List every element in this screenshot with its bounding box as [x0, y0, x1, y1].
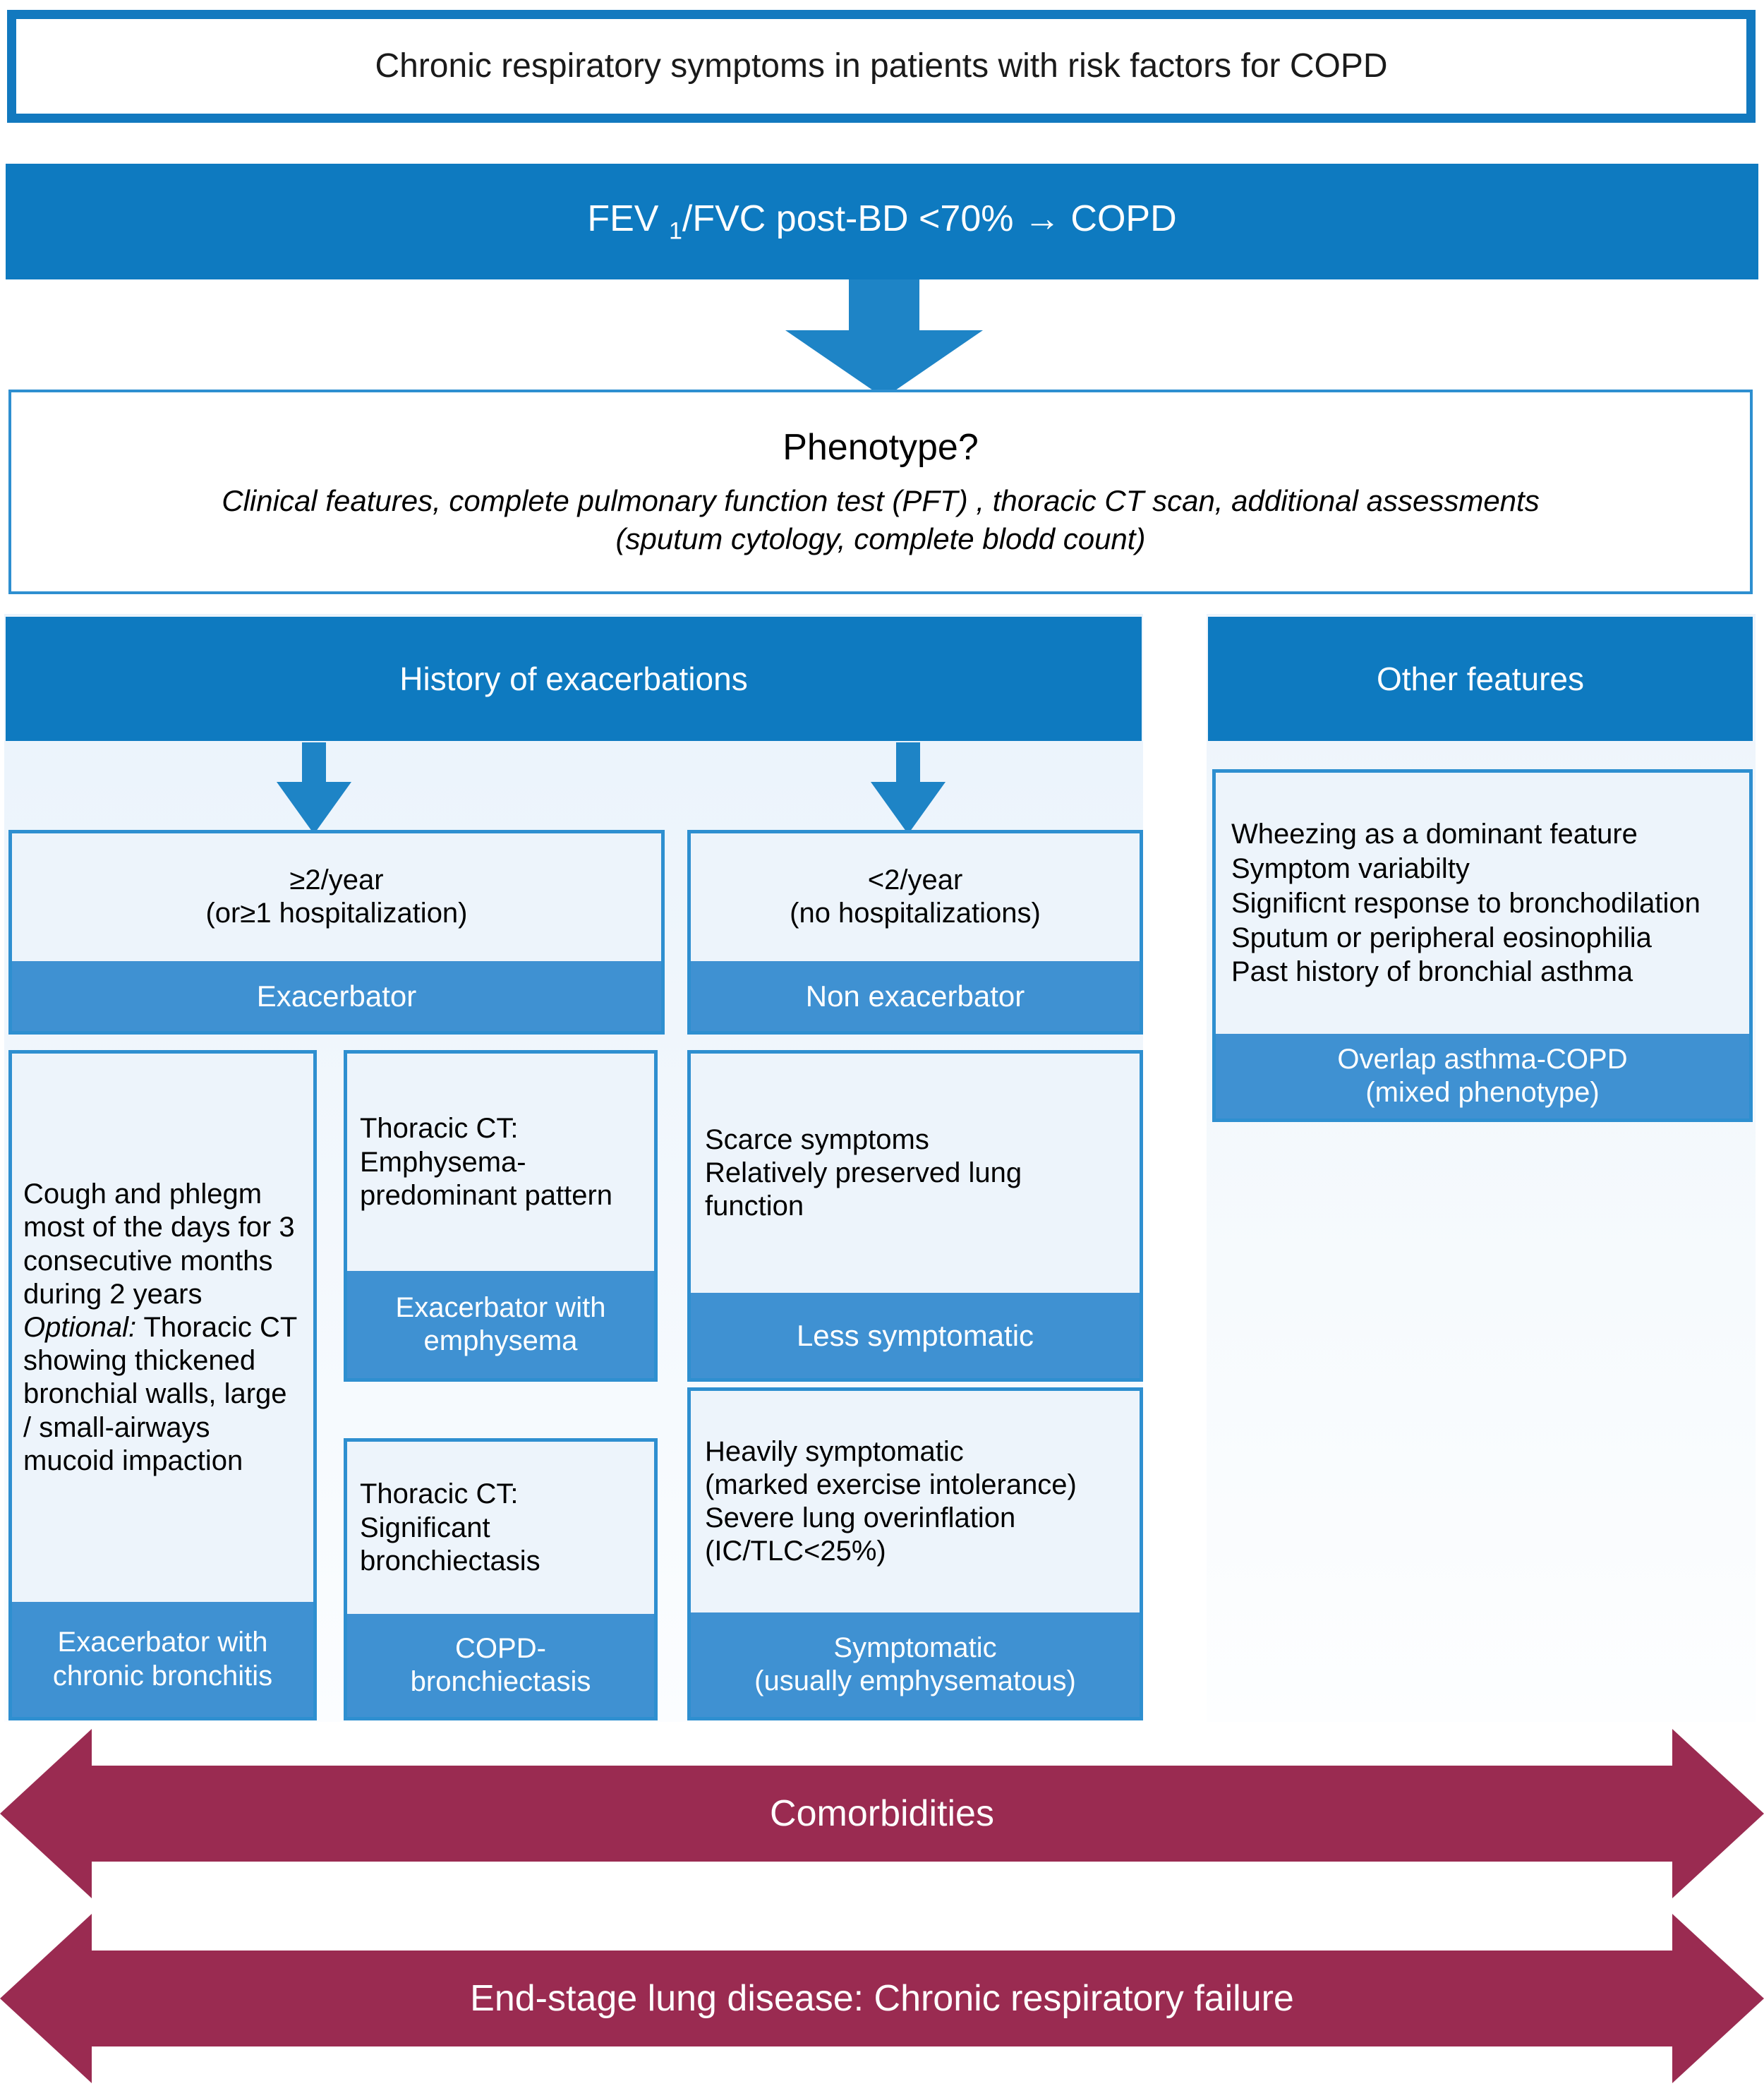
chronic-bronchitis-optional-lead: Optional: [23, 1312, 137, 1343]
fev-suffix: /FVC post-BD <70% → COPD [682, 198, 1177, 240]
comorbidities-double-arrow [0, 1729, 1764, 1898]
copd-bronchiectasis-card: Thoracic CT: Significant bronchiectasis … [344, 1438, 658, 1720]
comorbidities-label-wrap: Comorbidities [0, 1778, 1764, 1849]
bronchiectasis-label-line-1: COPD- [455, 1633, 546, 1665]
less-symptomatic-label: Less symptomatic [691, 1293, 1140, 1378]
chronic-bronchitis-label-line-2: chronic bronchitis [52, 1660, 273, 1692]
overlap-feature-1: Wheezing as a dominant feature [1231, 819, 1638, 850]
non-exacerbator-label: Non exacerbator [691, 960, 1140, 1031]
bronchiectasis-body: Thoracic CT: Significant bronchiectasis [347, 1442, 654, 1615]
bronchiectasis-label-line-2: bronchiectasis [410, 1666, 591, 1698]
end-stage-double-arrow [0, 1914, 1764, 2083]
symptomatic-line-4: (IC/TLC<25%) [705, 1536, 886, 1567]
chronic-bronchitis-label-line-1: Exacerbator with [57, 1627, 268, 1658]
chronic-bronchitis-plain-text: Cough and phlegm most of the days for 3 … [23, 1178, 295, 1310]
non-exacerbator-criteria-line-2: (no hospitalizations) [790, 898, 1041, 929]
symptomatic-label: Symptomatic (usually emphysematous) [691, 1612, 1140, 1717]
emphysema-label-line-1: Exacerbator with [395, 1291, 606, 1323]
title-box: Chronic respiratory symptoms in patients… [7, 10, 1756, 123]
less-symptomatic-line-1: Scarce symptoms [705, 1123, 929, 1155]
exacerbator-label: Exacerbator [12, 960, 661, 1031]
overlap-asthma-copd-card: Wheezing as a dominant feature Symptom v… [1212, 769, 1753, 1122]
emphysema-label-line-2: emphysema [423, 1325, 578, 1357]
fev-criteria-band: FEV 1/FVC post-BD <70% → COPD [6, 164, 1758, 279]
exacerbator-criteria-line-1: ≥2/year [289, 864, 384, 896]
title-text: Chronic respiratory symptoms in patients… [375, 47, 1388, 85]
exacerbator-emphysema-card: Thoracic CT: Emphysema-predominant patte… [344, 1050, 658, 1382]
phenotype-detail-line-1: Clinical features, complete pulmonary fu… [222, 484, 1540, 518]
copd-bronchiectasis-label: COPD- bronchiectasis [347, 1614, 654, 1717]
less-symptomatic-body: Scarce symptoms Relatively preserved lun… [691, 1054, 1140, 1294]
less-symptomatic-card: Scarce symptoms Relatively preserved lun… [687, 1050, 1143, 1382]
history-of-exacerbations-header: History of exacerbations [6, 617, 1142, 741]
exacerbator-criteria-line-2: (or≥1 hospitalization) [205, 898, 468, 929]
exacerbator-chronic-bronchitis-label: Exacerbator with chronic bronchitis [12, 1602, 313, 1717]
symptomatic-label-line-2: (usually emphysematous) [754, 1665, 1076, 1696]
bronchiectasis-body-text: Thoracic CT: Significant bronchiectasis [360, 1478, 540, 1576]
chronic-bronchitis-optional-rest: Thoracic CT showing thickened bronchial … [23, 1312, 297, 1476]
exacerbator-emphysema-label: Exacerbator with emphysema [347, 1271, 654, 1378]
emphysema-body-text: Thoracic CT: Emphysema-predominant patte… [360, 1113, 613, 1211]
symptomatic-body: Heavily symptomatic (marked exercise int… [691, 1391, 1140, 1612]
end-stage-label-wrap: End-stage lung disease: Chronic respirat… [0, 1963, 1764, 2034]
down-arrow-icon [771, 279, 997, 398]
end-stage-label: End-stage lung disease: Chronic respirat… [470, 1978, 1294, 2019]
non-exacerbator-criteria-card: <2/year (no hospitalizations) Non exacer… [687, 830, 1143, 1035]
phenotype-details: Clinical features, complete pulmonary fu… [222, 482, 1539, 558]
overlap-label-line-1: Overlap asthma-COPD [1337, 1043, 1628, 1075]
history-header-label: History of exacerbations [399, 661, 748, 697]
less-symptomatic-line-2: Relatively preserved lung function [705, 1157, 1022, 1222]
chronic-bronchitis-optional-text: Optional: Thoracic CT showing thickened … [23, 1311, 302, 1478]
fev-subscript: 1 [668, 217, 682, 245]
overlap-feature-5: Past history of bronchial asthma [1231, 956, 1633, 988]
non-exacerbator-criteria-line-1: <2/year [867, 864, 963, 896]
exacerbator-criteria-card: ≥2/year (or≥1 hospitalization) Exacerbat… [8, 830, 665, 1035]
fev-criteria-text: FEV 1/FVC post-BD <70% → COPD [587, 198, 1176, 245]
symptomatic-line-2: (marked exercise intolerance) [705, 1469, 1077, 1500]
phenotype-box: Phenotype? Clinical features, complete p… [8, 390, 1753, 594]
phenotype-question: Phenotype? [783, 427, 979, 469]
chronic-bronchitis-body: Cough and phlegm most of the days for 3 … [12, 1054, 313, 1603]
overlap-feature-3: Significnt response to bronchodilation [1231, 887, 1700, 919]
branch-down-arrow-left-icon [268, 742, 360, 834]
overlap-asthma-copd-label: Overlap asthma-COPD (mixed phenotype) [1216, 1034, 1749, 1119]
fev-prefix: FEV [587, 198, 659, 240]
symptomatic-label-line-1: Symptomatic [833, 1632, 997, 1663]
other-features-header-label: Other features [1376, 661, 1585, 697]
overlap-feature-4: Sputum or peripheral eosinophilia [1231, 922, 1652, 953]
symptomatic-emphysematous-card: Heavily symptomatic (marked exercise int… [687, 1387, 1143, 1720]
phenotype-detail-line-2: (sputum cytology, complete blodd count) [615, 522, 1146, 556]
exacerbator-chronic-bronchitis-card: Cough and phlegm most of the days for 3 … [8, 1050, 317, 1720]
overlap-label-line-2: (mixed phenotype) [1365, 1077, 1600, 1109]
other-features-header: Other features [1208, 617, 1753, 741]
emphysema-body: Thoracic CT: Emphysema-predominant patte… [347, 1054, 654, 1272]
comorbidities-label: Comorbidities [770, 1793, 994, 1834]
overlap-features-list: Wheezing as a dominant feature Symptom v… [1216, 773, 1749, 1035]
branch-down-arrow-right-icon [862, 742, 954, 834]
symptomatic-line-1: Heavily symptomatic [705, 1435, 964, 1467]
overlap-feature-2: Symptom variabilty [1231, 852, 1470, 884]
non-exacerbator-criteria-body: <2/year (no hospitalizations) [691, 833, 1140, 961]
symptomatic-line-3: Severe lung overinflation [705, 1502, 1016, 1533]
exacerbator-criteria-body: ≥2/year (or≥1 hospitalization) [12, 833, 661, 961]
